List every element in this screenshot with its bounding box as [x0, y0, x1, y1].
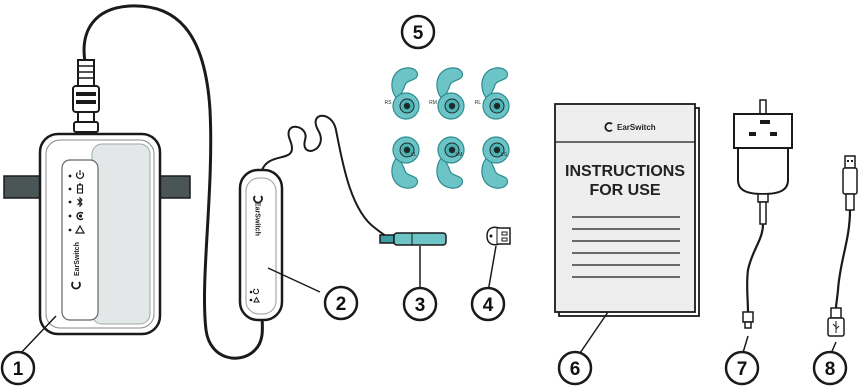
callout-number: 3 [415, 295, 426, 316]
item-4-sensor-tip [486, 226, 511, 246]
ear-tip-ls [481, 136, 510, 189]
remote-status-indicators [249, 288, 260, 303]
callout-badge-6: 6 [557, 350, 593, 386]
ear-tip-fin [436, 67, 464, 102]
coiled-cable [261, 114, 391, 239]
callout-number: 2 [336, 294, 347, 315]
callout-badge-1: 1 [0, 350, 36, 386]
ear-tip-label: RS [385, 100, 393, 106]
ear-tip-ll [391, 136, 420, 189]
item-7-charger [733, 99, 793, 329]
item-5-ear-tips: RS RM RL LL LM LS [385, 67, 510, 189]
callout-circle [724, 350, 760, 386]
ear-tip-label: RL [475, 100, 482, 106]
booklet-cover [554, 103, 696, 313]
ear-tip-rm [436, 67, 465, 120]
callout-circle [402, 286, 438, 322]
case-brand-logo: EarSwitch [71, 242, 81, 290]
callout-badge-4: 4 [470, 286, 506, 322]
usb-cable-line [834, 209, 852, 309]
callout-circle [400, 14, 436, 50]
ear-tip-lm [436, 136, 465, 189]
callout-number: 4 [483, 295, 494, 316]
item-1-case: EarSwitch [3, 59, 191, 336]
case-status-panel [68, 174, 72, 232]
callout-circle [323, 285, 359, 321]
item-8-usb-cable [827, 155, 858, 337]
ear-tip-hole [403, 146, 411, 154]
charger-plug-face [733, 113, 793, 149]
battery-icon [76, 183, 84, 194]
ear-tip-fin [481, 67, 509, 102]
ear-tip-hole [448, 102, 456, 110]
alert-icon [74, 224, 86, 234]
case-connector-plug [72, 59, 100, 133]
ear-tip-rs [391, 67, 420, 120]
booklet-title-line2: FOR USE [589, 182, 660, 199]
callout-number: 1 [13, 359, 24, 380]
ear-tip-fin [436, 154, 464, 189]
booklet-brand-text: EarSwitch [617, 123, 656, 132]
callout-badge-7: 7 [724, 350, 760, 386]
ear-tip-hole [448, 146, 456, 154]
earswitch-logo-icon [76, 211, 84, 221]
power-icon [75, 170, 85, 179]
booklet-text-lines [572, 216, 680, 278]
item-6-instructions-booklet: EarSwitch INSTRUCTIONS FOR USE [554, 103, 700, 317]
callout-number: 5 [413, 23, 424, 44]
bluetooth-icon [77, 196, 83, 208]
sensor-cable-end [379, 234, 395, 244]
callout-badge-5: 5 [400, 14, 436, 50]
case-side-panel [91, 143, 151, 325]
ear-tip-label: LS [501, 152, 508, 158]
callout-number: 6 [570, 359, 581, 380]
callout-circle [0, 350, 36, 386]
charger-body [737, 147, 789, 196]
callout-badges: 1 2 3 4 5 6 7 8 [0, 14, 848, 386]
callout-badge-2: 2 [323, 285, 359, 321]
case-brand-text: EarSwitch [74, 242, 81, 276]
remote-brand-text: EarSwitch [254, 202, 261, 236]
callout-badge-3: 3 [402, 286, 438, 322]
callout-number: 7 [737, 359, 748, 380]
ear-tip-label: LL [411, 152, 417, 158]
remote-brand-logo: EarSwitch [253, 195, 263, 236]
ear-tip-hole [493, 146, 501, 154]
callout-circle [557, 350, 593, 386]
ear-tip-fin [481, 154, 509, 189]
booklet-brand-logo: EarSwitch [604, 122, 656, 132]
charger-cable [746, 223, 765, 313]
ear-tip-hole [403, 102, 411, 110]
callout-circle [470, 286, 506, 322]
main-cable [82, 4, 264, 360]
item-3-sensor [379, 232, 447, 246]
ear-tip-rl [481, 67, 510, 120]
case-front-panel [61, 159, 99, 321]
sensor-body [393, 232, 447, 246]
ear-tip-fin [391, 154, 419, 189]
ear-tip-hole [493, 102, 501, 110]
ear-tip-label: RM [429, 100, 437, 106]
callout-badge-8: 8 [812, 350, 848, 386]
usb-symbol-icon [832, 321, 840, 333]
callout-circle [812, 350, 848, 386]
callout-number: 8 [825, 359, 836, 380]
ear-tip-fin [391, 67, 419, 102]
ear-tip-label: LM [456, 152, 463, 158]
item-2-remote: EarSwitch [238, 168, 284, 322]
booklet-title-line1: INSTRUCTIONS [565, 163, 685, 180]
